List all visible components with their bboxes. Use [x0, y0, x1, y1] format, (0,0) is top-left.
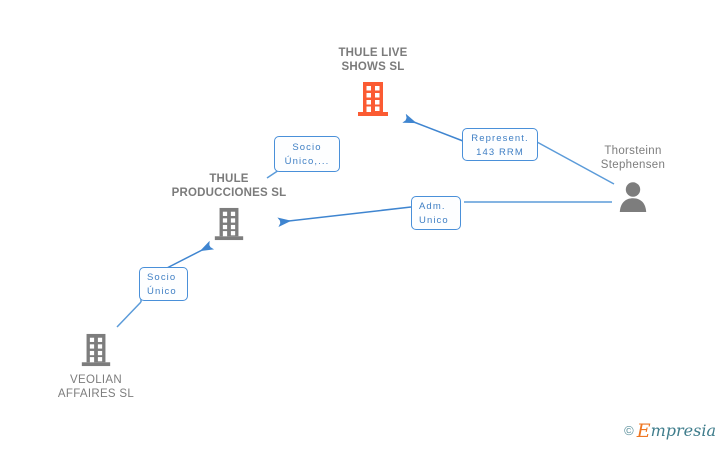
edge-label-socio-unico-ellipsis[interactable]: Socio Único,...: [274, 136, 340, 172]
edge-label-line-1: Represent.: [471, 133, 529, 144]
edge-label-line-2: 143 RRM: [476, 147, 524, 158]
node-thule-live-shows[interactable]: THULE LIVE SHOWS SL: [303, 46, 443, 118]
node-label-thule-producciones: THULE PRODUCCIONES SL: [159, 172, 299, 200]
edge-label-line-1: Socio: [292, 142, 322, 153]
node-label-thorsteinn-stephensen: Thorsteinn Stephensen: [563, 144, 703, 172]
node-thorsteinn-stephensen[interactable]: Thorsteinn Stephensen: [563, 144, 703, 214]
node-veolian-affaires[interactable]: VEOLIAN AFFAIRES SL: [26, 332, 166, 401]
edge-label-line-2: Único: [147, 286, 177, 297]
edge-line-adm-unico-left: [277, 206, 412, 228]
edge-label-line-1: Adm.: [419, 201, 446, 212]
edge-line-socio-unico-upper: [162, 240, 215, 271]
edge-line-socio-unico-lower: [116, 301, 142, 328]
node-label-line-1: THULE LIVE: [338, 47, 408, 59]
brand-initial: E: [636, 420, 651, 442]
edge-line-represent-right: [536, 141, 615, 185]
node-label-line-1: THULE: [209, 173, 249, 185]
edge-label-line-2: Unico: [419, 215, 449, 226]
person-icon[interactable]: [563, 172, 703, 214]
node-label-line-2: AFFAIRES SL: [57, 388, 135, 400]
edge-label-line-2: Único,...: [284, 156, 330, 167]
node-thule-producciones[interactable]: THULE PRODUCCIONES SL: [159, 172, 299, 242]
building-icon[interactable]: [303, 74, 443, 118]
edge-line-represent-left: [402, 113, 464, 142]
copyright-icon: ©: [624, 423, 634, 438]
edge-label-represent[interactable]: Represent. 143 RRM: [462, 128, 538, 161]
empresia-watermark: ©Empresia: [624, 422, 716, 441]
edge-label-adm-unico[interactable]: Adm. Unico: [411, 196, 461, 230]
node-label-line-2: SHOWS SL: [341, 61, 405, 73]
node-label-line-2: PRODUCCIONES SL: [171, 187, 287, 199]
edge-label-socio-unico[interactable]: Socio Único: [139, 267, 188, 301]
node-label-line-1: VEOLIAN: [70, 374, 122, 386]
node-label-veolian-affaires: VEOLIAN AFFAIRES SL: [26, 373, 166, 401]
node-label-line-2: Stephensen: [600, 159, 666, 171]
building-icon[interactable]: [159, 200, 299, 242]
node-label-thule-live-shows: THULE LIVE SHOWS SL: [303, 46, 443, 74]
brand-name: mpresia: [650, 421, 716, 440]
edge-label-line-1: Socio: [147, 272, 177, 283]
building-icon[interactable]: [26, 332, 166, 368]
node-label-line-1: Thorsteinn: [604, 145, 662, 157]
